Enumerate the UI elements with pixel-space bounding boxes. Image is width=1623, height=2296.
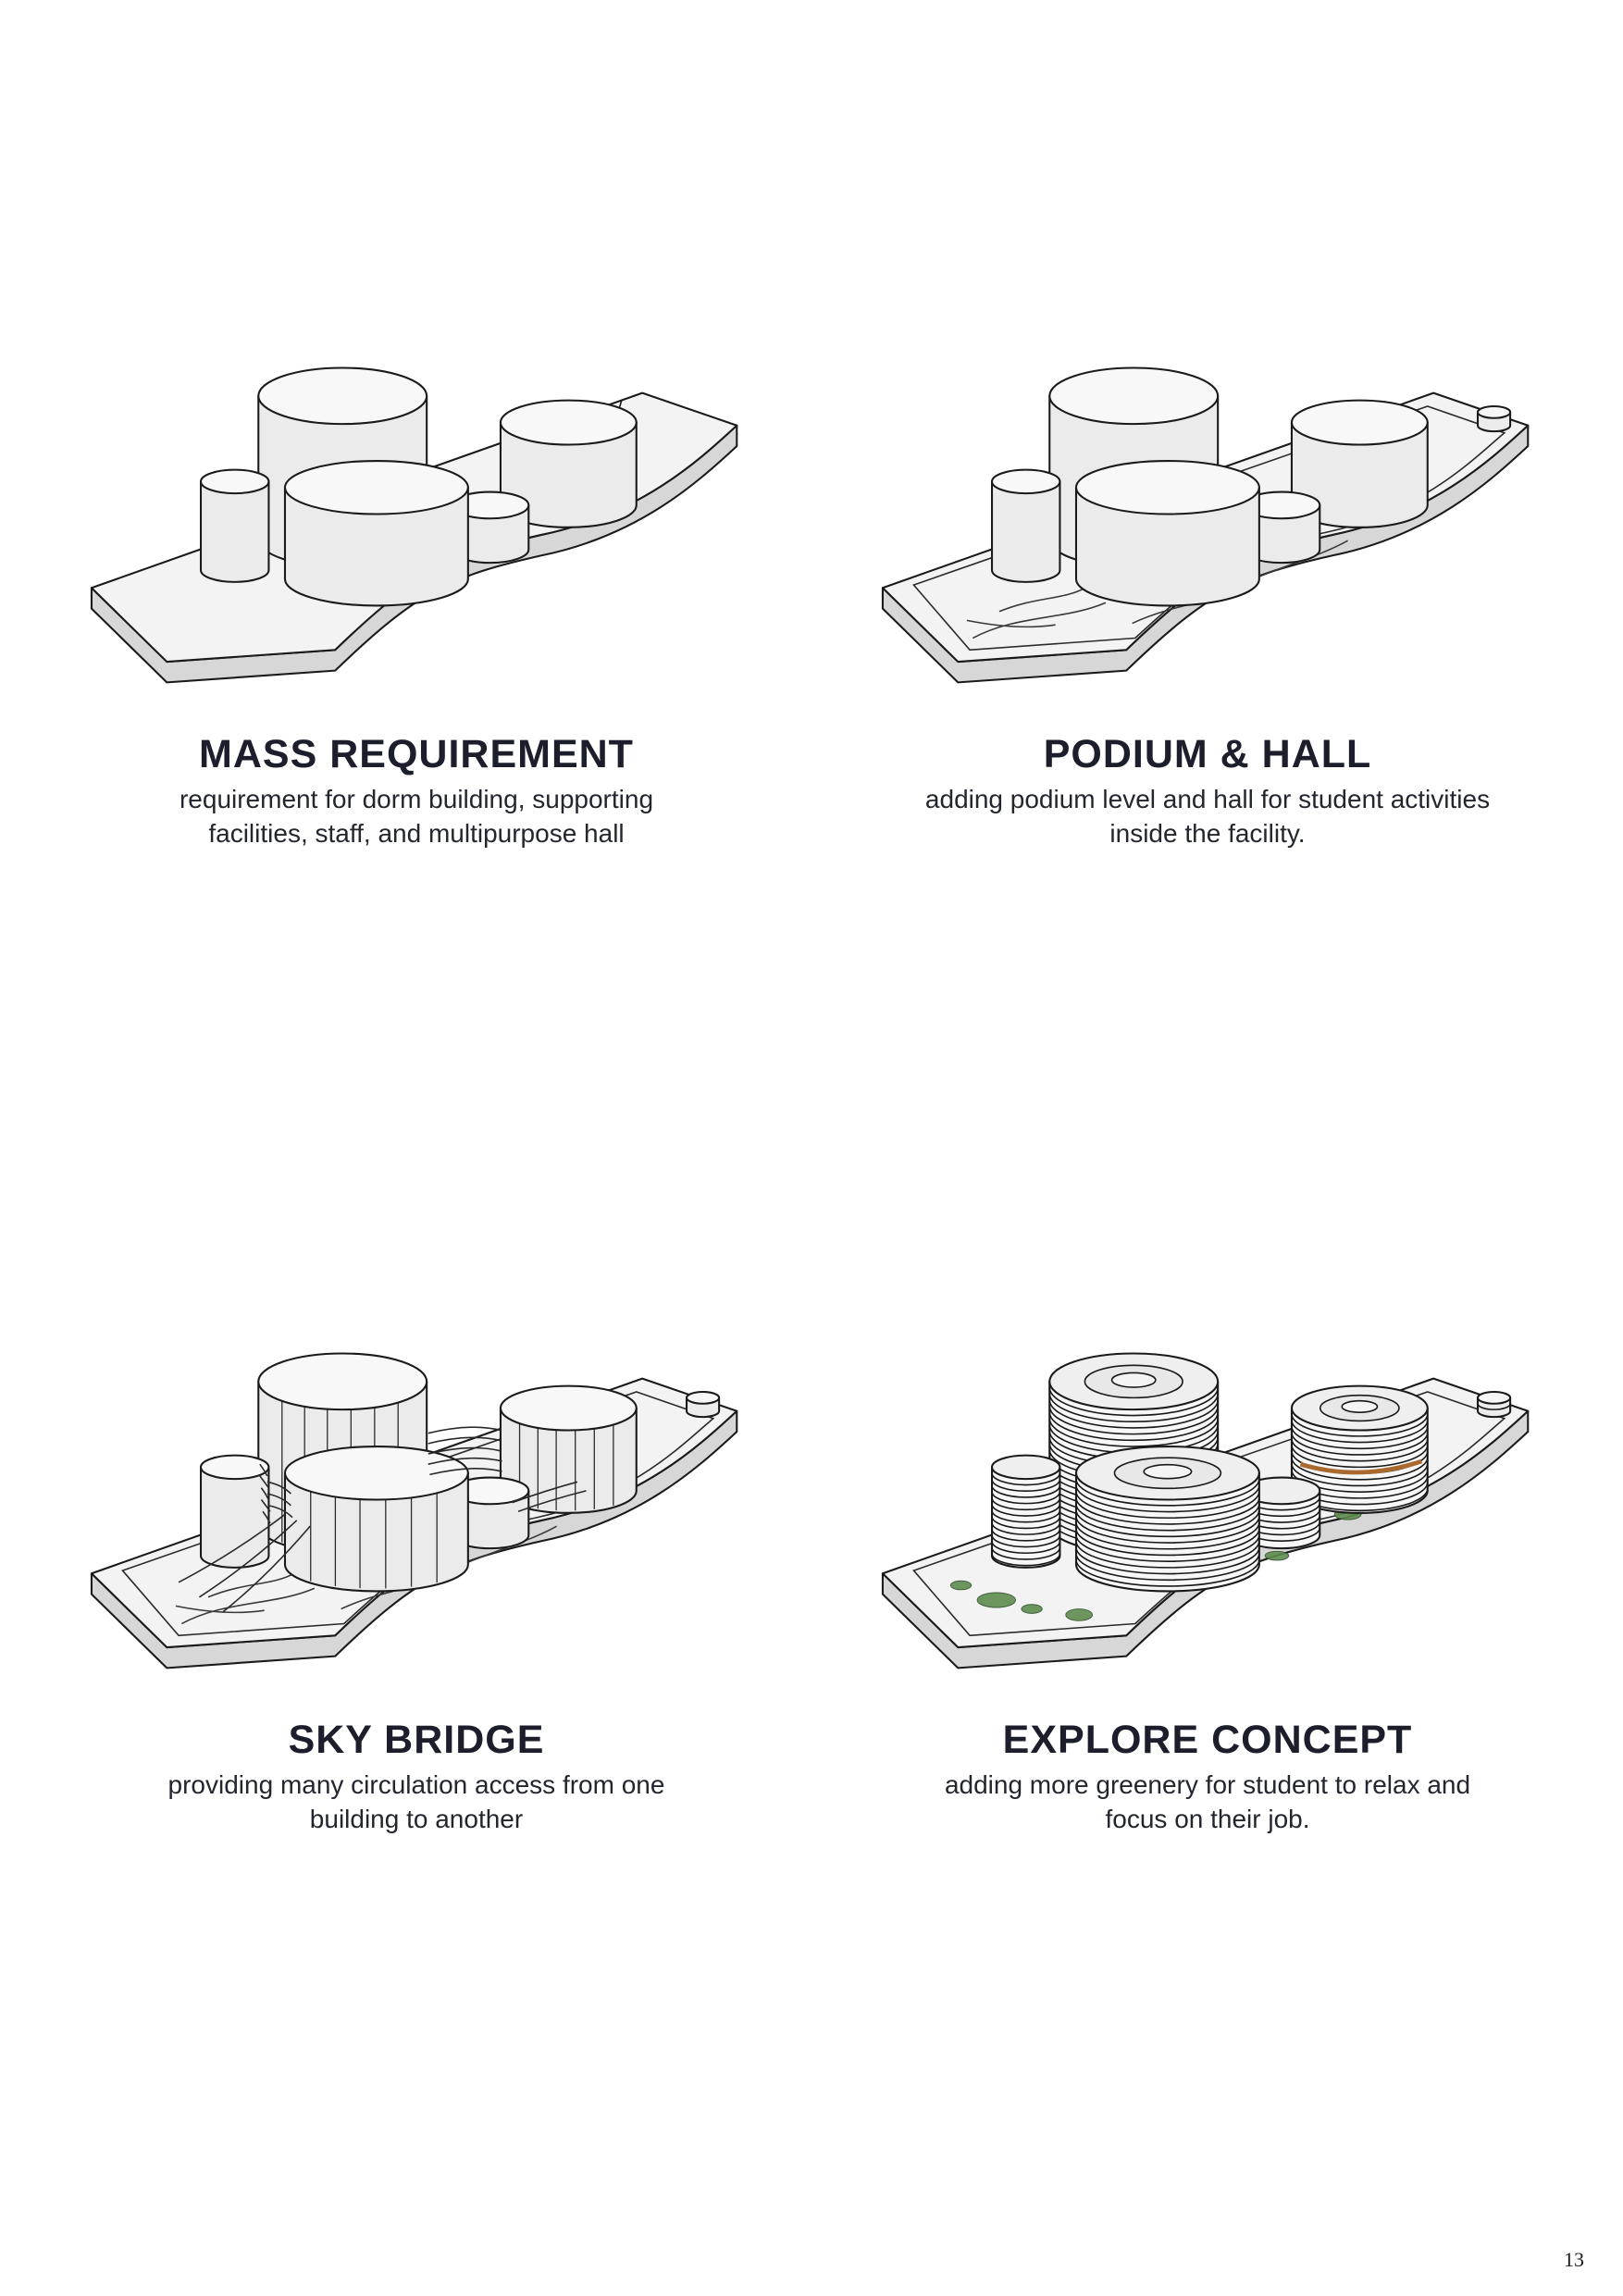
panel-description-sky-bridge: providing many circulation access from o… xyxy=(167,1770,665,1833)
panel-title-podium-hall: PODIUM & HALL xyxy=(1043,732,1372,776)
massing-diagram-sky-bridge xyxy=(69,1291,763,1694)
concept-panel-podium-hall: PODIUM & HALL adding podium level and ha… xyxy=(837,305,1578,851)
panel-title-sky-bridge: SKY BRIDGE xyxy=(288,1718,545,1762)
massing-diagram-explore-concept xyxy=(861,1291,1555,1694)
page-number: 13 xyxy=(1564,2248,1584,2271)
panel-description-explore-concept: adding more greenery for student to rela… xyxy=(944,1770,1471,1833)
concept-panel-mass-requirement: MASS REQUIREMENT requirement for dorm bu… xyxy=(46,305,787,851)
panel-description-podium-hall: adding podium level and hall for student… xyxy=(924,785,1491,848)
panel-description-mass-requirement: requirement for dorm building, supportin… xyxy=(179,785,654,848)
panel-title-explore-concept: EXPLORE CONCEPT xyxy=(1002,1718,1413,1762)
massing-diagram-mass-requirement xyxy=(69,305,763,708)
concept-panel-sky-bridge: SKY BRIDGE providing many circulation ac… xyxy=(46,1291,787,1837)
concept-panel-explore-concept: EXPLORE CONCEPT adding more greenery for… xyxy=(837,1291,1578,1837)
massing-diagram-podium-hall xyxy=(861,305,1555,708)
panel-title-mass-requirement: MASS REQUIREMENT xyxy=(199,732,634,776)
